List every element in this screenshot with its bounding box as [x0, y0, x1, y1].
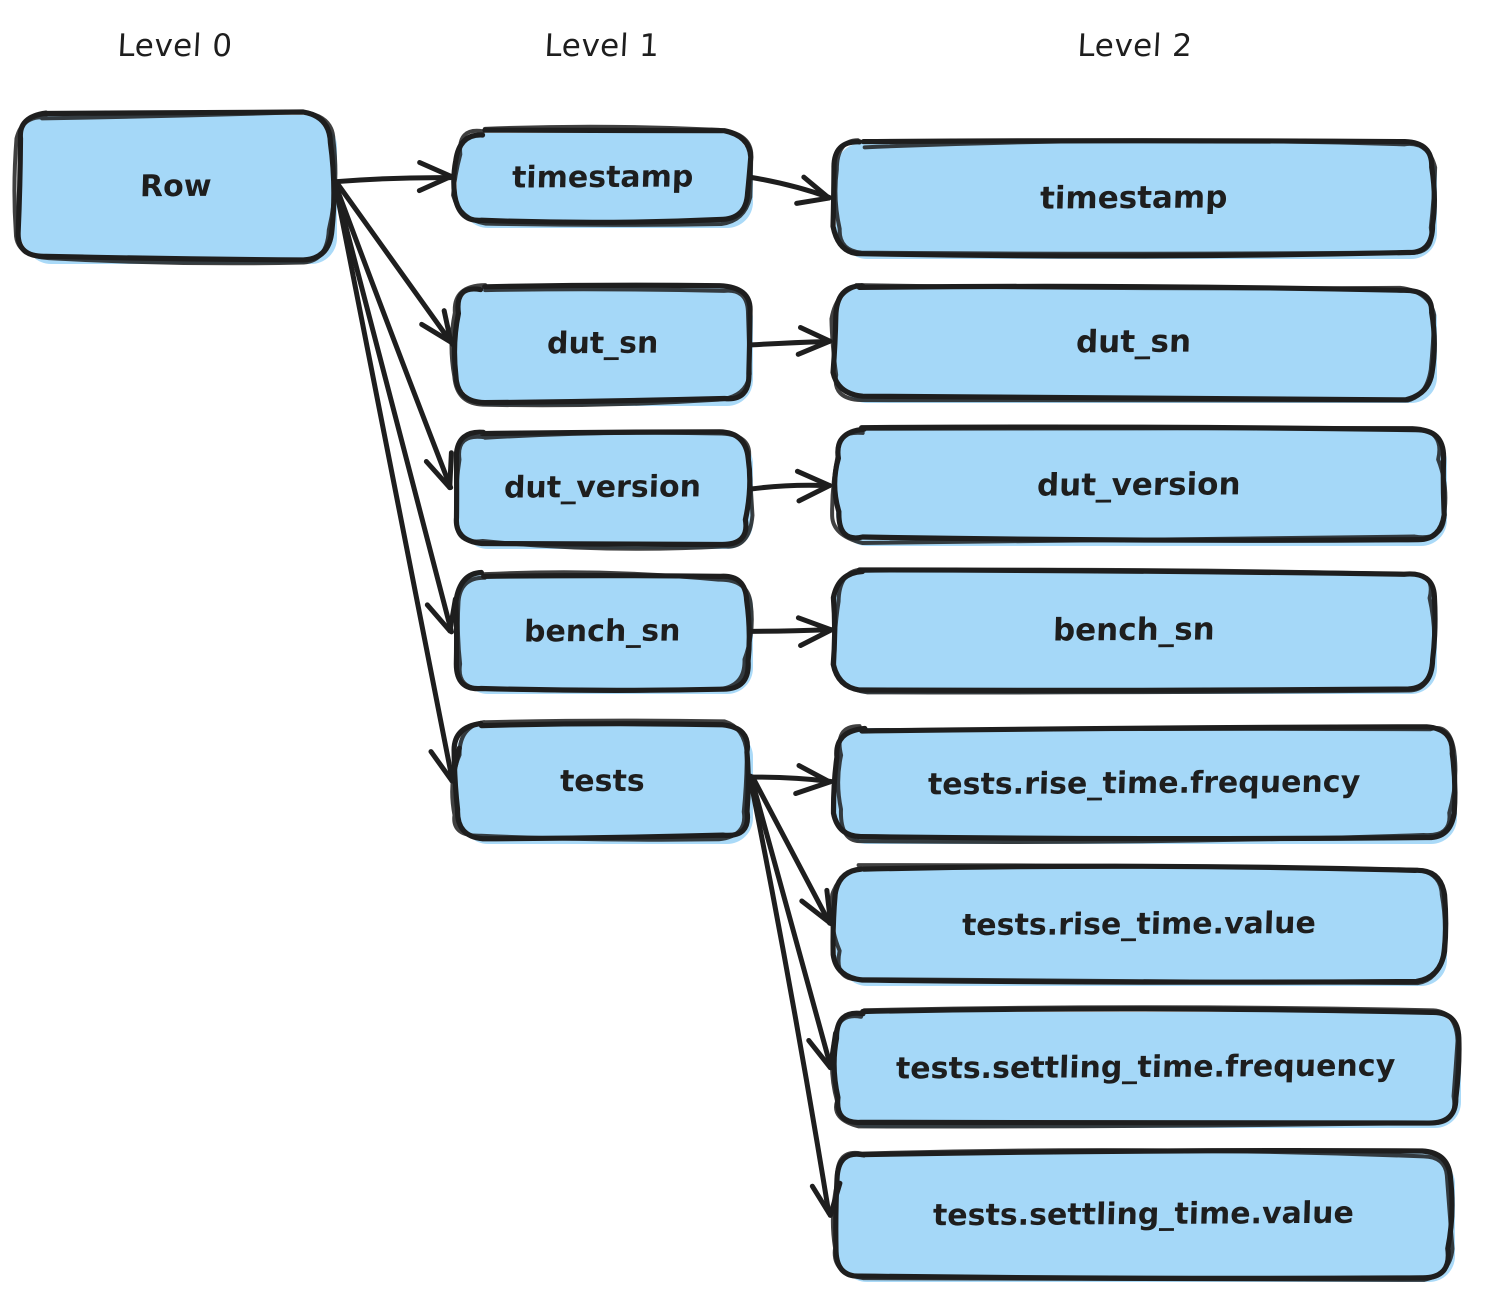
- node-l1-tests[interactable]: tests: [457, 725, 748, 838]
- node-l1-bench_sn[interactable]: bench_sn: [457, 575, 748, 688]
- node-label-l2-timestamp: timestamp: [1039, 179, 1229, 217]
- node-l1-timestamp[interactable]: timestamp: [457, 133, 748, 222]
- node-l2-dut_sn[interactable]: dut_sn: [836, 288, 1432, 397]
- node-label-l1-dut_sn: dut_sn: [546, 325, 659, 362]
- node-label-l2-st-freq: tests.settling_time.frequency: [895, 1047, 1397, 1087]
- node-label-l2-dut_sn: dut_sn: [1075, 324, 1193, 361]
- node-row[interactable]: Row: [20, 115, 332, 258]
- node-label-l1-tests: tests: [559, 763, 646, 800]
- node-l2-st-freq[interactable]: tests.settling_time.frequency: [836, 1012, 1456, 1122]
- level-header-1: Level 1: [543, 28, 661, 64]
- node-label-l2-bench_sn: bench_sn: [1052, 611, 1216, 649]
- node-label-l1-bench_sn: bench_sn: [523, 613, 682, 650]
- node-l2-dut_version[interactable]: dut_version: [836, 430, 1442, 540]
- node-label-l2-rt-val: tests.rise_time.value: [961, 905, 1317, 943]
- node-label-l1-timestamp: timestamp: [511, 159, 694, 196]
- level-header-0: Level 0: [116, 28, 234, 64]
- node-l1-dut_sn[interactable]: dut_sn: [457, 287, 748, 400]
- node-label-l2-st-val: tests.settling_time.value: [932, 1195, 1354, 1233]
- node-label-row: Row: [139, 168, 213, 205]
- level-header-2: Level 2: [1076, 28, 1194, 64]
- node-l2-st-val[interactable]: tests.settling_time.value: [836, 1152, 1450, 1276]
- node-label-l2-dut_version: dut_version: [1036, 466, 1242, 504]
- node-l2-rt-freq[interactable]: tests.rise_time.frequency: [836, 728, 1452, 838]
- node-label-l1-dut_version: dut_version: [503, 469, 702, 506]
- node-label-l2-rt-freq: tests.rise_time.frequency: [927, 764, 1361, 802]
- node-l1-dut_version[interactable]: dut_version: [457, 432, 748, 543]
- node-l2-timestamp[interactable]: timestamp: [836, 143, 1432, 253]
- node-l2-rt-val[interactable]: tests.rise_time.value: [836, 868, 1442, 980]
- node-l2-bench_sn[interactable]: bench_sn: [836, 572, 1432, 688]
